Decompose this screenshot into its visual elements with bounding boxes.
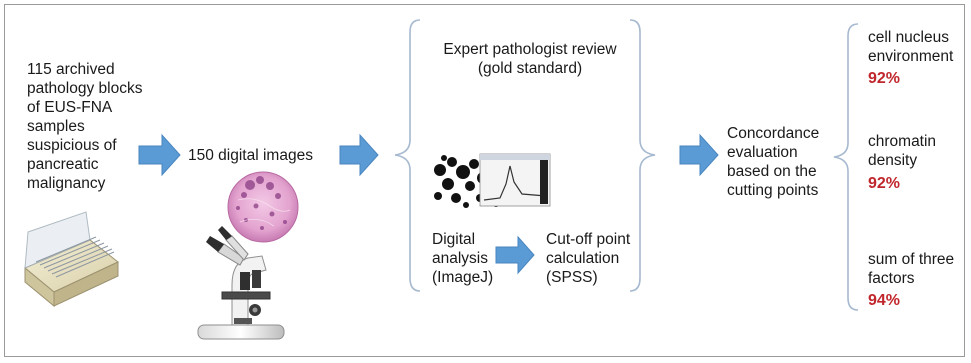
flow-arrow-2 [339,133,379,177]
digital-analysis-label: Digital analysis (ImageJ) [432,230,493,287]
result-label-line: factors [868,270,915,287]
concordance-line: evaluation [727,144,798,161]
cutoff-line: (SPSS) [546,269,598,286]
concordance-line: Concordance [727,125,820,142]
expert-review-line2: (gold standard) [477,60,583,77]
result-chromatin: chromatin density [868,132,936,170]
concordance-label: Concordance evaluation based on the cutt… [727,124,819,200]
flow-arrow-1 [138,133,181,177]
result-sum: sum of three factors [868,250,954,288]
cutoff-line: Cut-off point [546,231,631,248]
result-cell-nucleus: cell nucleus environment [868,28,953,66]
digital-images-label: 150 digital images [188,147,313,164]
input-line: of EUS-FNA [27,99,113,116]
slide-box-image [24,211,119,308]
cutoff-line: calculation [546,250,620,267]
left-brace [394,19,421,292]
result-label-line: sum of three [868,251,955,268]
input-line: samples [27,118,85,135]
result-value-chromatin: 92% [868,175,901,192]
input-description: 115 archived pathology blocks of EUS-FNA… [27,60,142,193]
result-label-line: chromatin [868,133,937,150]
input-line: 115 archived [27,61,115,78]
result-value-cell-nucleus: 92% [868,70,901,87]
expert-review-label: Expert pathologist review (gold standard… [420,40,640,78]
microscope-image [197,226,285,340]
analysis-line: (ImageJ) [432,269,494,286]
analysis-line: analysis [432,250,488,267]
tissue-micrograph [227,171,299,243]
expert-review-line1: Expert pathologist review [443,41,617,58]
input-line: pathology blocks [27,80,143,97]
input-line: suspicious of [27,137,117,154]
flow-arrow-4 [679,133,719,177]
flow-arrow-3 [495,235,535,275]
right-brace [629,19,656,292]
input-line: malignancy [27,175,106,192]
cutoff-label: Cut-off point calculation (SPSS) [546,230,630,287]
result-label-line: environment [868,48,954,65]
digital-analysis-image [432,152,554,210]
analysis-line: Digital [432,231,476,248]
input-line: pancreatic [27,156,99,173]
result-label-line: density [868,152,918,169]
result-value-sum: 94% [868,292,901,309]
results-brace [833,23,859,311]
concordance-line: based on the [727,163,817,180]
result-label-line: cell nucleus [868,29,949,46]
concordance-line: cutting points [727,182,819,199]
